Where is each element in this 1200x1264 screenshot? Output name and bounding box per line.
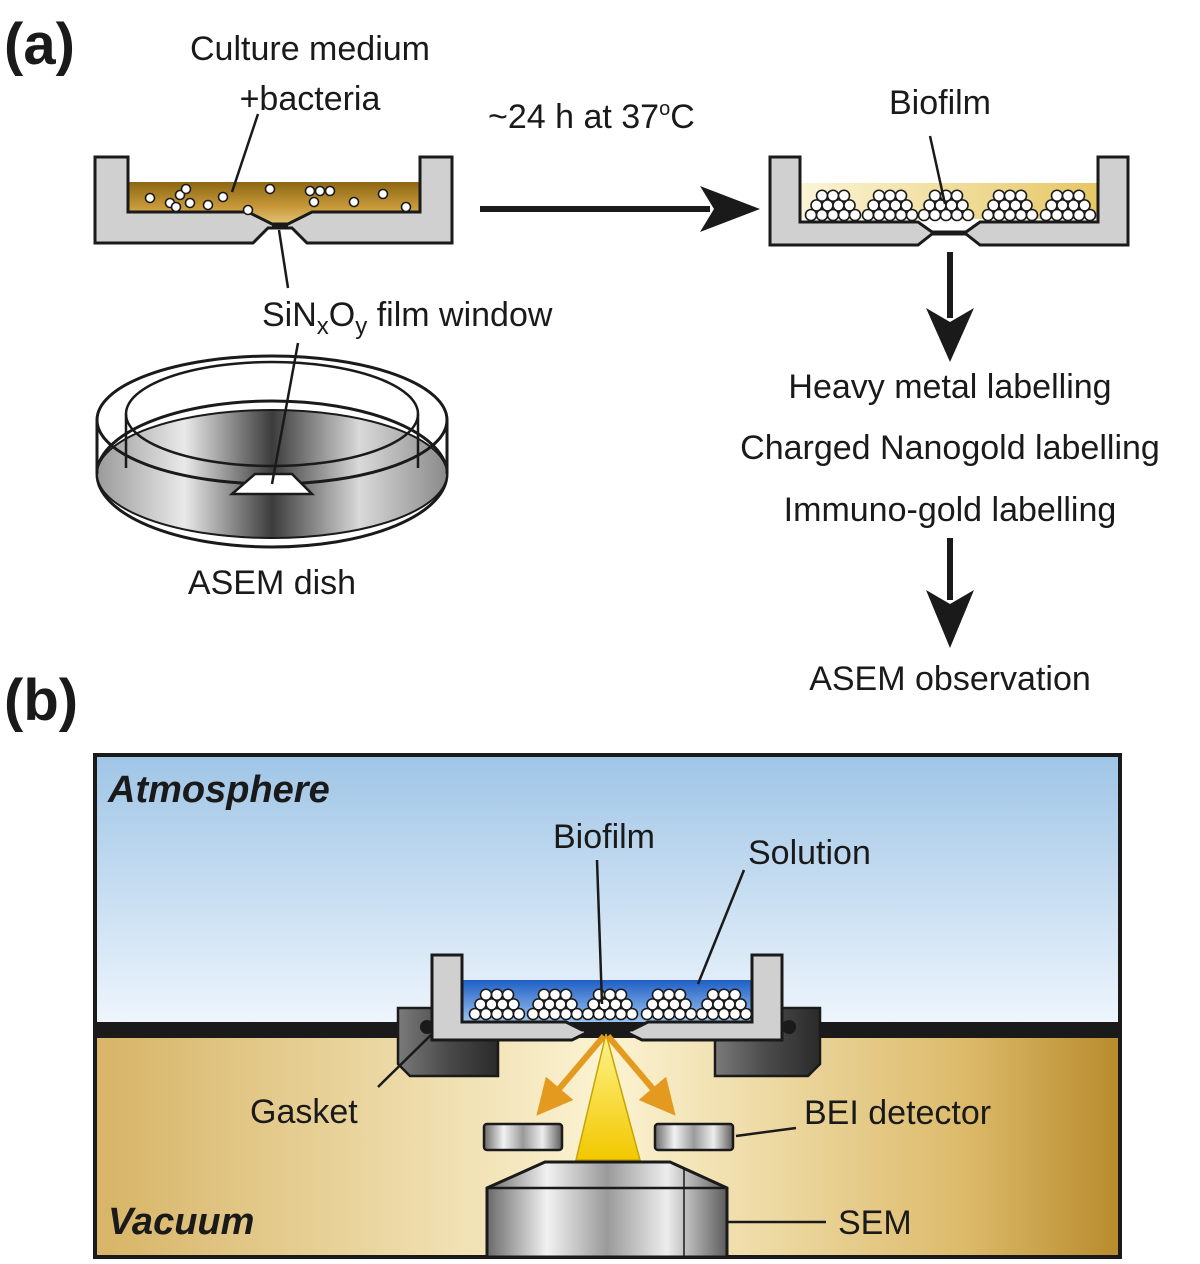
panel-a: (a) Culture medium +bacteria ~24 h at 37…	[4, 12, 1160, 698]
biofilm-cell	[894, 189, 908, 203]
biofilm-cell	[1003, 189, 1017, 203]
biofilm-cell	[905, 208, 919, 222]
incubation-label: ~24 h at 37oC	[488, 98, 695, 136]
biofilm-cell	[950, 189, 964, 203]
biofilm-cell	[734, 998, 747, 1011]
biofilm-cell	[815, 189, 829, 203]
biofilm-cell	[565, 998, 578, 1011]
backscatter-arrow-left	[536, 1034, 607, 1116]
biofilm-cell	[479, 988, 493, 1002]
biofilm-cell	[826, 189, 840, 203]
biofilm-cell	[961, 208, 975, 222]
biofilm-cell	[883, 189, 897, 203]
biofilm-cell	[956, 199, 969, 212]
bei-detector-left	[482, 1122, 564, 1152]
solution-label: Solution	[748, 834, 871, 872]
biofilm-leader-a	[928, 135, 947, 205]
window-leader-3d	[270, 342, 300, 485]
biofilm-leader-b	[595, 859, 604, 1005]
biofilm-cells-b	[468, 988, 753, 1021]
biofilm-cell	[900, 199, 913, 212]
film-window-label: SiNxOy film window	[262, 296, 553, 340]
biofilm-cell	[679, 998, 692, 1011]
biofilm-cells-a	[804, 189, 1097, 222]
biofilm-cell	[928, 189, 942, 203]
bei-detector-right	[653, 1122, 735, 1152]
biofilm-cell	[706, 988, 720, 1002]
biofilm-cell	[728, 988, 742, 1002]
biofilm-cell	[512, 1007, 526, 1021]
culture-dish-cross-section	[93, 155, 454, 245]
asem-dish-3d	[95, 354, 449, 549]
vacuum-label: Vacuum	[108, 1201, 254, 1243]
biofilm-cell	[603, 988, 617, 1002]
biofilm-cell	[507, 998, 520, 1011]
sem-column	[485, 1160, 729, 1259]
biofilm-cell	[717, 988, 731, 1002]
electron-beam	[575, 1033, 641, 1161]
biofilm-dish-cross-section	[768, 155, 1130, 247]
biofilm-cell	[837, 189, 851, 203]
biofilm-cell	[843, 199, 856, 212]
sem-label: SEM	[838, 1204, 912, 1242]
biofilm-cell	[537, 988, 551, 1002]
biofilm-cell	[620, 998, 633, 1011]
backscatter-arrow-right	[605, 1034, 676, 1116]
biofilm-cell	[1025, 208, 1039, 222]
window-leader	[277, 229, 290, 289]
atmosphere-label: Atmosphere	[107, 769, 330, 811]
biofilm-cell	[1061, 189, 1075, 203]
step-arrow-1-head	[926, 308, 974, 362]
gasket-label: Gasket	[250, 1093, 358, 1131]
biofilm-cell	[1083, 208, 1097, 222]
biofilm-label-b: Biofilm	[553, 818, 655, 856]
biofilm-label-a: Biofilm	[889, 84, 991, 122]
biofilm-cell	[1050, 189, 1064, 203]
step-arrow-2-head	[926, 590, 974, 648]
panel-b-label: (b)	[4, 668, 78, 733]
biofilm-cell	[1014, 189, 1028, 203]
biofilm-cell	[625, 1007, 639, 1021]
solution-leader	[696, 869, 746, 985]
bei-detector-label: BEI detector	[804, 1094, 991, 1132]
step-asem-observation: ASEM observation	[809, 660, 1091, 698]
step-charged-nanogold: Charged Nanogold labelling	[740, 429, 1160, 467]
panel-a-label: (a)	[4, 12, 75, 77]
step-immuno-gold: Immuno-gold labelling	[784, 491, 1117, 529]
biofilm-cell	[662, 988, 676, 1002]
asem-dish-b	[430, 953, 784, 1042]
step-heavy-metal: Heavy metal labelling	[788, 368, 1111, 406]
biofilm-cell	[848, 208, 862, 222]
atmosphere-region	[95, 755, 1120, 1023]
biofilm-cell	[559, 988, 573, 1002]
incubation-arrow-head	[700, 186, 760, 232]
culture-medium-leader	[230, 113, 260, 193]
bacteria-dots	[144, 183, 412, 216]
biofilm-cell	[548, 988, 562, 1002]
gasket-leader	[377, 1033, 433, 1088]
biofilm-cell	[1020, 199, 1033, 212]
bacteria-label: +bacteria	[240, 80, 381, 118]
culture-medium-label: Culture medium	[190, 30, 430, 68]
biofilm-cell	[872, 189, 886, 203]
panel-b: (b) Atmosphere Vacuum	[4, 668, 1122, 1259]
biofilm-cell	[1078, 199, 1091, 212]
biofilm-cell	[501, 988, 515, 1002]
biofilm-cell	[614, 988, 628, 1002]
biofilm-cell	[992, 189, 1006, 203]
bei-detector-leader	[735, 1126, 797, 1138]
biofilm-cell	[739, 1007, 753, 1021]
biofilm-cell	[490, 988, 504, 1002]
asem-dish-label: ASEM dish	[188, 564, 356, 602]
biofilm-cell	[673, 988, 687, 1002]
biofilm-cell	[1072, 189, 1086, 203]
biofilm-cell	[651, 988, 665, 1002]
